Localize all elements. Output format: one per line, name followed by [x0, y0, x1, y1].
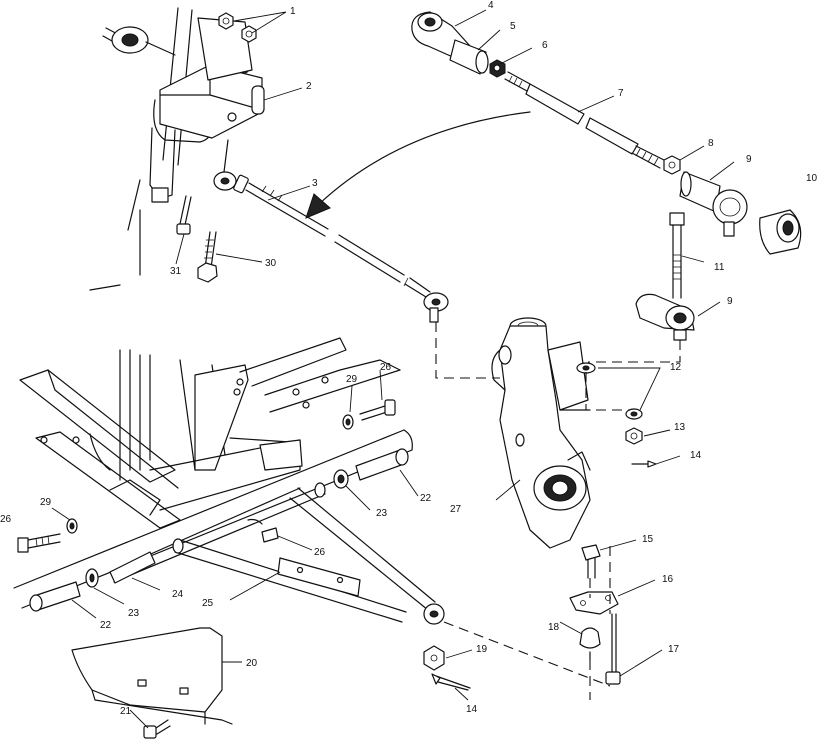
nut-13 [625, 427, 643, 445]
washer-13a [625, 408, 643, 420]
rod-end-9-lower [635, 293, 695, 341]
bolt-31 [176, 195, 192, 235]
cotter-pin-14-lower [431, 673, 471, 691]
leader-lines [51, 9, 735, 729]
bushing-24 [109, 551, 156, 584]
assembly-direction-arrow [305, 111, 531, 219]
callout-1: 1 [290, 6, 296, 17]
upper-left-rod-end [102, 26, 176, 56]
callout-9-upper: 9 [746, 154, 752, 165]
vehicle-frame [19, 337, 401, 529]
spindle-27 [491, 317, 591, 549]
bolt-21 [143, 719, 171, 739]
callout-14-upper: 14 [690, 450, 702, 461]
washer-29-top [342, 414, 354, 430]
callout-13: 13 [674, 422, 686, 433]
callout-16: 16 [662, 574, 674, 585]
ball-joint-stud-15 [581, 544, 601, 579]
washer-12 [576, 362, 596, 374]
adjuster-sleeve-7 [504, 71, 665, 169]
ball-joint-18 [579, 627, 601, 661]
callout-4: 4 [488, 0, 494, 11]
ball-joint-plate-16 [569, 591, 619, 615]
callout-9-lower: 9 [727, 296, 733, 307]
callout-18: 18 [548, 622, 560, 633]
callout-31: 31 [170, 266, 182, 277]
callout-14-lower: 14 [466, 704, 478, 715]
callout-19: 19 [476, 644, 488, 655]
callout-27: 27 [450, 504, 462, 515]
boot-10 [759, 209, 802, 255]
callout-22-left: 22 [100, 620, 112, 631]
nut-6 [489, 59, 506, 78]
bolt-26-left [17, 533, 61, 553]
bushing-22-right [355, 448, 409, 481]
nut-19 [423, 645, 445, 671]
callout-23-right: 23 [376, 508, 388, 519]
callout-23-left: 23 [128, 608, 140, 619]
callout-7: 7 [618, 88, 624, 99]
nut-8 [663, 155, 681, 175]
bolt-30 [197, 231, 218, 283]
callout-3: 3 [312, 178, 318, 189]
callout-17: 17 [668, 644, 680, 655]
callout-20: 20 [246, 658, 258, 669]
tie-rod-3 [245, 182, 449, 323]
callout-labels: 1 2 3 30 31 4 5 6 7 8 9 10 11 9 12 13 14… [0, 0, 818, 717]
callout-5: 5 [510, 21, 516, 32]
rod-end-3-left [213, 139, 249, 194]
cotter-pin-14-upper [631, 460, 657, 468]
bolt-17 [605, 613, 621, 685]
washer-29-left [66, 518, 78, 534]
callout-29-top: 29 [346, 374, 358, 385]
washer-23-left [85, 568, 99, 588]
bolt-26-top [359, 399, 396, 421]
callout-15: 15 [642, 534, 654, 545]
callout-8: 8 [708, 138, 714, 149]
grease-fitting-26 [261, 527, 279, 543]
callout-26-left: 26 [0, 514, 12, 525]
callout-2: 2 [306, 81, 312, 92]
steering-post [89, 7, 214, 291]
callout-26-middle: 26 [314, 547, 326, 558]
callout-12: 12 [670, 362, 682, 373]
nut-pair-1 [218, 12, 257, 43]
bushing-22-left [29, 581, 81, 612]
callout-21: 21 [120, 706, 132, 717]
callout-22-right: 22 [420, 493, 432, 504]
callout-29-left: 29 [40, 497, 52, 508]
rod-end-9-upper [679, 171, 748, 237]
steering-bracket [159, 17, 265, 139]
bolt-11 [669, 212, 685, 299]
callout-25: 25 [202, 598, 214, 609]
callout-30: 30 [265, 258, 277, 269]
callout-6: 6 [542, 40, 548, 51]
skid-plate-20 [71, 627, 233, 725]
callout-28: 26 [380, 362, 392, 373]
callout-24: 24 [172, 589, 184, 600]
callout-10: 10 [806, 173, 818, 184]
assembly-lines [435, 322, 681, 700]
boot-5 [449, 39, 489, 75]
washer-23-right [333, 469, 349, 489]
callout-11: 11 [714, 262, 725, 273]
